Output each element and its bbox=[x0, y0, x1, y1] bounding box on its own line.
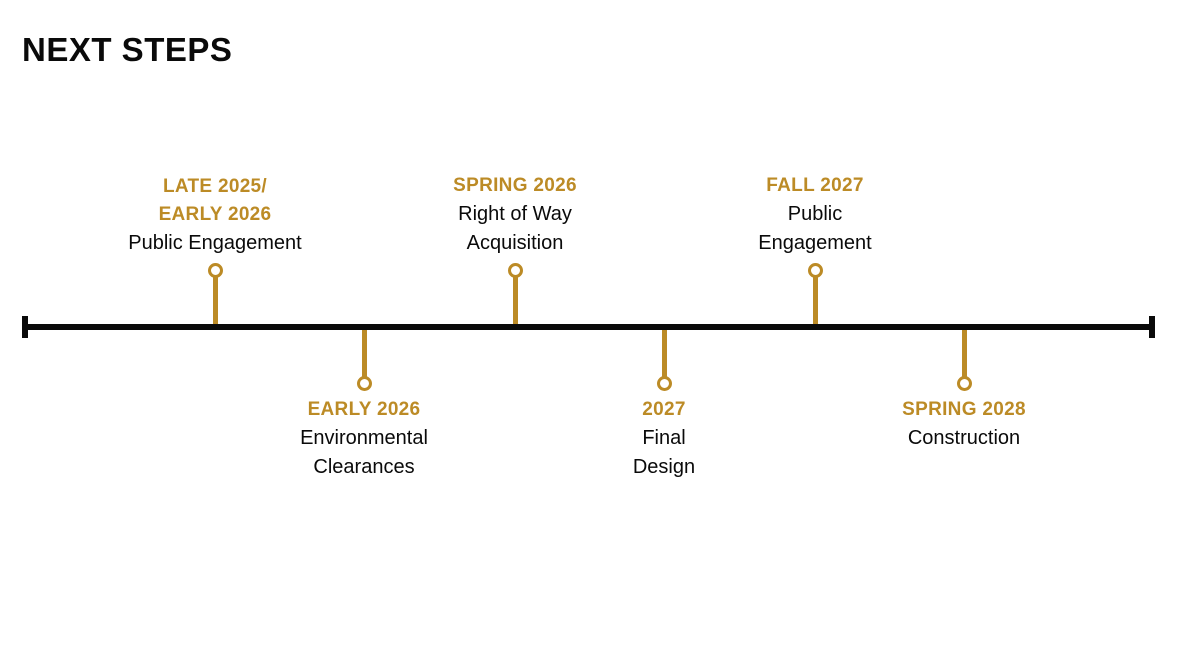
milestone-description: Construction bbox=[907, 427, 1021, 450]
milestone-marker bbox=[944, 330, 984, 394]
milestone-description: Public Engagement bbox=[128, 231, 302, 254]
ring-marker-icon bbox=[356, 376, 372, 391]
marker-stem bbox=[361, 330, 367, 382]
marker-stem bbox=[512, 272, 518, 324]
milestone-description: Right of Way Acquisition bbox=[458, 202, 572, 254]
marker-stem bbox=[961, 330, 967, 382]
page-title: NEXT STEPS bbox=[22, 31, 233, 68]
milestone-period: LATE 2025/ EARLY 2026 bbox=[158, 175, 272, 225]
milestone-marker bbox=[344, 330, 384, 394]
ring-marker-icon bbox=[956, 376, 972, 391]
milestone-description: Final Design bbox=[632, 427, 696, 479]
milestone-marker bbox=[795, 260, 835, 324]
milestone-description: Environmental Clearances bbox=[300, 427, 428, 479]
marker-stem bbox=[812, 272, 818, 324]
axis-cap-right-icon bbox=[1149, 316, 1155, 338]
milestone-marker bbox=[495, 260, 535, 324]
timeline-axis bbox=[22, 324, 1155, 330]
milestone-period: SPRING 2026 bbox=[453, 174, 577, 196]
ring-marker-icon bbox=[207, 263, 223, 278]
ring-marker-icon bbox=[807, 263, 823, 278]
ring-marker-icon bbox=[507, 263, 523, 278]
marker-stem bbox=[212, 272, 218, 324]
milestone-marker bbox=[195, 260, 235, 324]
milestone-period: 2027 bbox=[642, 399, 686, 420]
milestone-period: FALL 2027 bbox=[766, 174, 864, 196]
milestone-description: Public Engagement bbox=[758, 202, 872, 254]
marker-stem bbox=[661, 330, 667, 382]
axis-cap-left-icon bbox=[22, 316, 28, 338]
milestone-period: EARLY 2026 bbox=[307, 399, 421, 420]
ring-marker-icon bbox=[656, 376, 672, 391]
milestone-period: SPRING 2028 bbox=[902, 399, 1026, 420]
milestone-marker bbox=[644, 330, 684, 394]
